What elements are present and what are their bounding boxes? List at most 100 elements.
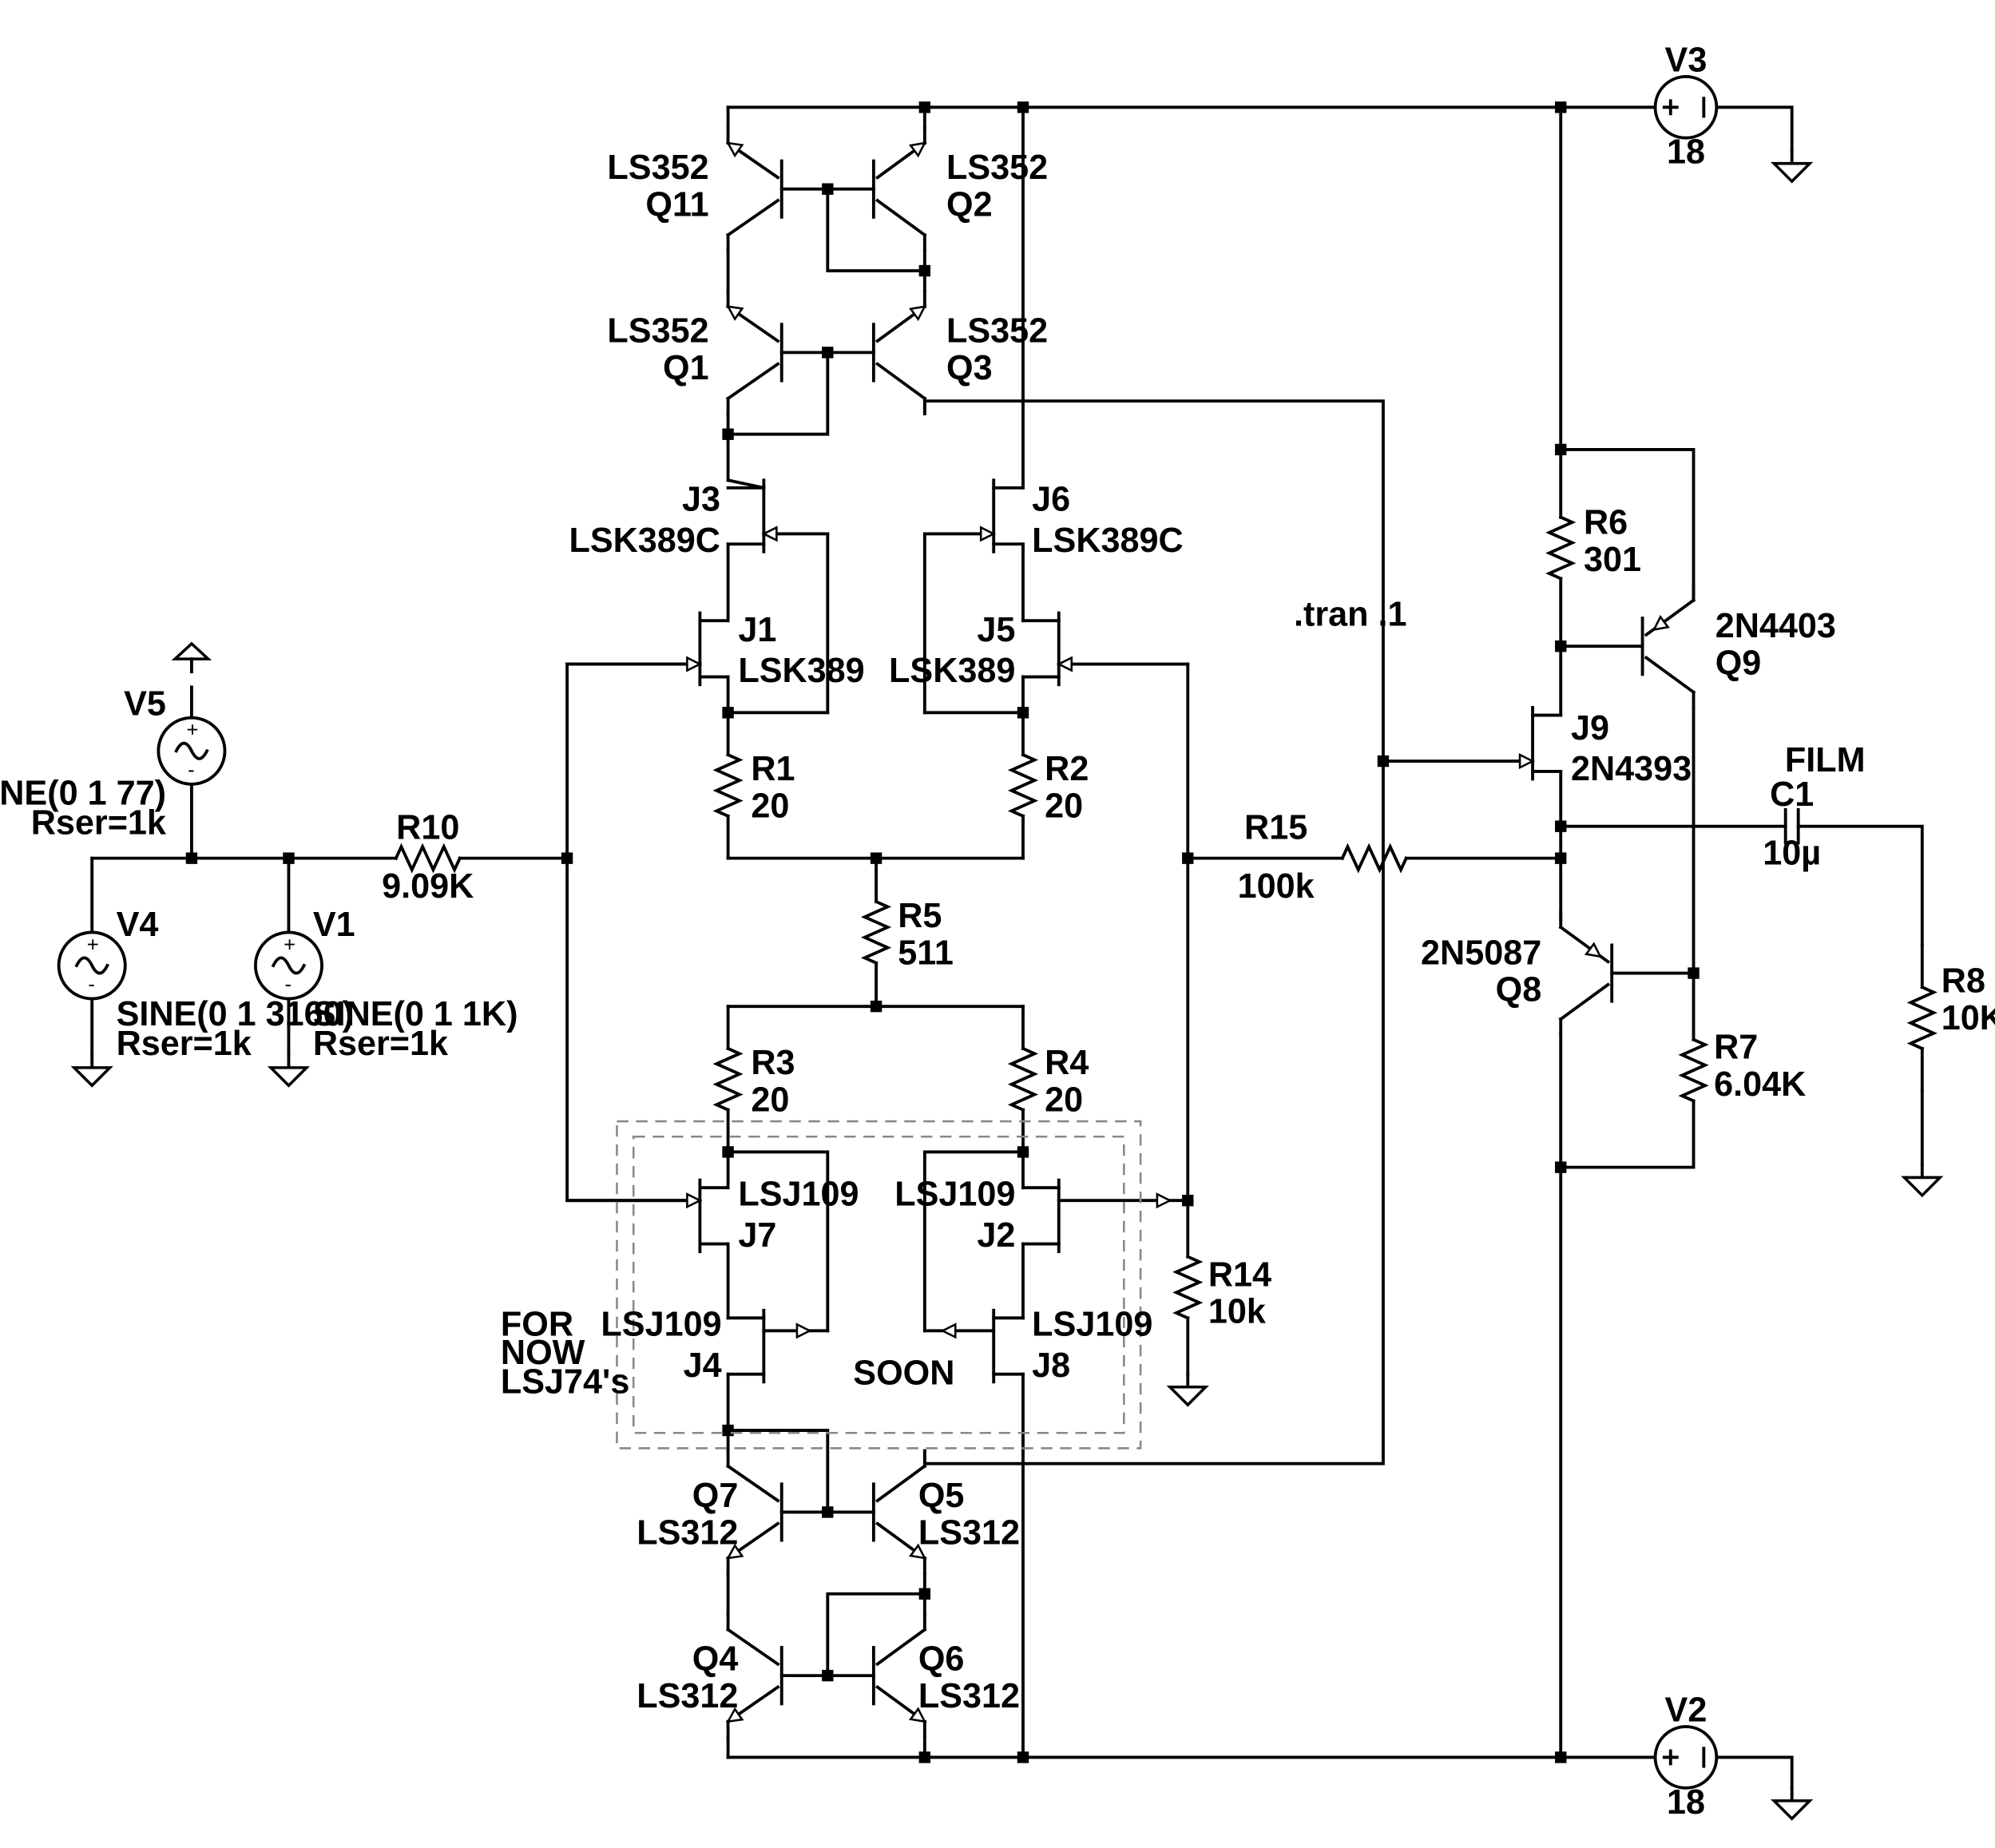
q8-part-label: 2N5087 [1421,934,1541,972]
v4-rser-label: Rser=1k [117,1025,252,1063]
junction-dot [1017,1146,1029,1158]
junction-dot [822,1506,834,1518]
v4-ground [70,1053,113,1088]
q11-transistor [725,125,783,252]
v4-source: +- [57,930,127,1001]
q5-ref-label: Q5 [918,1477,965,1515]
c1-value-label: 10µ [1763,835,1821,873]
r1-resistor [712,711,744,860]
q6-part-label: LS312 [918,1677,1020,1715]
q9-part-label: 2N4403 [1715,607,1836,645]
junction-dot [722,428,734,440]
j5-ref-label: J5 [977,611,1015,649]
q4-transistor [725,1612,783,1739]
j3-part-label: LSK389C [569,521,720,560]
note-line-3: LSJ74's [501,1363,629,1402]
junction-dot [1555,820,1567,832]
v1-func-label: SINE(0 1 1K) [313,995,518,1033]
junction-dot [918,1751,931,1763]
junction-dot [722,707,734,719]
q2-ref-label: Q2 [946,185,993,224]
junction-dot [1688,967,1700,979]
v3-ground-wire [1712,105,1794,153]
r14-ref-label: R14 [1208,1255,1271,1294]
v5-func-label: SINE(0 1 77) [0,774,166,812]
j4-part-label: LSJ109 [601,1306,721,1344]
r14-resistor [1172,1199,1204,1376]
junction-dot [1377,755,1390,767]
v2-ref-label: V2 [1665,1691,1707,1730]
feedback-top-wire [922,399,1385,763]
q7-part-label: LS312 [637,1513,738,1552]
r10-resistor [287,843,569,874]
svg-text:+: + [187,720,199,742]
junction-dot [822,347,834,359]
r8-value-label: 10K [1941,999,1995,1037]
junction-dot [1555,101,1567,113]
junction-dot [1555,640,1567,652]
r3-ref-label: R3 [751,1044,795,1082]
j7-jfet [565,1178,730,1254]
j8-jfet [922,1308,1025,1384]
box-label: SOON [853,1354,954,1393]
svg-text:-: - [88,974,95,996]
junction-dots [185,101,1700,1763]
v4-ref-label: V4 [117,906,159,944]
q4-ref-label: Q4 [692,1640,739,1679]
r8-ground [1901,1163,1944,1198]
junction-dot [1182,1195,1194,1207]
junction-dot [561,852,573,864]
j1-ref-label: J1 [738,611,776,649]
v2-ground-wire [1712,1755,1794,1790]
svg-text:+: + [284,934,295,956]
wire [1796,824,1924,947]
r1-ref-label: R1 [751,750,795,788]
q1-ref-label: Q1 [663,349,709,387]
q11-ref-label: Q11 [645,185,708,224]
junction-dot [185,852,198,864]
junction-dot [1555,1751,1567,1763]
r14-value-label: 10k [1208,1293,1267,1331]
v3-value-label: 18 [1667,133,1705,172]
r15-value-label: 100k [1238,867,1315,906]
wire [726,351,830,436]
r7-ref-label: R7 [1714,1029,1758,1067]
j4-jfet [726,1308,830,1384]
j9-jfet [1382,706,1563,781]
c1-note-label: FILM [1785,741,1866,779]
j4-ref-label: J4 [684,1346,722,1385]
q7-transistor [725,1449,783,1576]
j3-ref-label: J3 [682,481,720,519]
q5-part-label: LS312 [918,1513,1020,1552]
r2-ref-label: R2 [1045,750,1089,788]
junction-dot [1555,443,1567,456]
q9-transistor [1640,583,1696,709]
v5-ref-label: V5 [124,685,166,724]
wire [1559,447,1696,602]
directive-label: .tran .1 [1294,596,1407,634]
j6-jfet [922,478,1025,553]
v3-ref-label: V3 [1665,42,1707,80]
j8-part-label: LSJ109 [1032,1306,1152,1344]
r6-resistor [1545,447,1577,648]
wire [726,1429,830,1514]
junction-dot [918,101,931,113]
r15-resistor [1186,843,1563,874]
r4-resistor [1007,1005,1039,1154]
junction-dot [918,1588,931,1600]
junction-dot [1017,707,1029,719]
junction-dot [870,1000,882,1013]
q7-ref-label: Q7 [692,1477,739,1515]
v2-value-label: 18 [1667,1783,1705,1822]
wire [826,187,926,272]
wires [90,105,1924,1790]
j6-ref-label: J6 [1032,481,1070,519]
q5-transistor [871,1449,927,1576]
q6-transistor [871,1612,927,1739]
r8-ref-label: R8 [1941,962,1985,1001]
r5-resistor [860,856,892,1009]
r6-value-label: 301 [1584,541,1641,579]
r2-resistor [1007,711,1039,860]
v3-ground [1771,149,1814,184]
c1-capacitor [1783,807,1800,845]
